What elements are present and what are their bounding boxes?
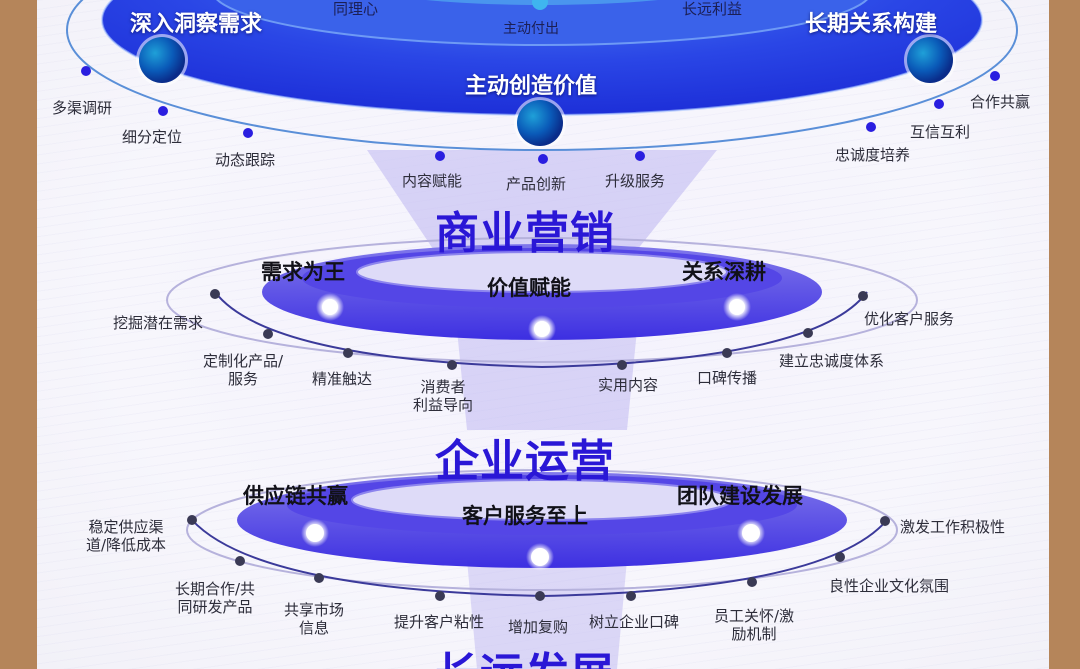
point-optimize-service: 优化客户服务 — [864, 310, 955, 328]
point-motivate-work: 激发工作积极性 — [900, 518, 1006, 536]
point-corporate-culture: 良性企业文化氛围 — [829, 577, 950, 595]
point-win-win: 合作共赢 — [970, 93, 1031, 111]
point-employee-care: 员工关怀/激 励机制 — [714, 607, 795, 643]
point-repurchase: 增加复购 — [508, 618, 569, 636]
point-custom-products: 定制化产品/ 服务 — [203, 352, 284, 388]
inner-label-long-term-benefit: 长远利益 — [682, 0, 743, 18]
point-mutual-trust: 互信互利 — [910, 123, 971, 141]
point-joint-development: 长期合作/共 同研发产品 — [175, 580, 256, 616]
point-product-innovation: 产品创新 — [506, 175, 567, 193]
point-stable-supply: 稳定供应渠 道/降低成本 — [86, 518, 167, 554]
inner-label-empathy: 同理心 — [333, 0, 379, 18]
pillar-team-building: 团队建设发展 — [677, 484, 803, 508]
diagram-canvas: 同理心 主动付出 长远利益 深入洞察需求 主动创造价值 长期关系构建 多渠调研 … — [37, 0, 1049, 669]
pillar-relationship-deepen: 关系深耕 — [682, 260, 766, 284]
point-loyalty-system: 建立忠诚度体系 — [779, 352, 885, 370]
point-latent-demand: 挖掘潜在需求 — [113, 314, 204, 332]
point-loyalty-building: 忠诚度培养 — [835, 146, 911, 164]
funnel-graphic — [66, 0, 1018, 669]
point-content-empower: 内容赋能 — [402, 172, 463, 190]
point-word-of-mouth: 口碑传播 — [697, 369, 758, 387]
point-customer-stickiness: 提升客户粘性 — [394, 613, 485, 631]
pillar-long-term-relations: 长期关系构建 — [805, 12, 938, 37]
pillar-supply-chain: 供应链共赢 — [243, 484, 348, 508]
point-reputation: 树立企业口碑 — [589, 613, 680, 631]
tier-title-marketing: 商业营销 — [435, 208, 615, 259]
pillar-create-value: 主动创造价值 — [465, 74, 598, 99]
tier-title-operations: 企业运营 — [435, 436, 615, 487]
point-dynamic-tracking: 动态跟踪 — [215, 151, 276, 169]
point-practical-content: 实用内容 — [598, 376, 659, 394]
pillar-insight-needs: 深入洞察需求 — [130, 12, 263, 37]
point-share-market-info: 共享市场 信息 — [284, 601, 345, 637]
inner-label-proactive-giving: 主动付出 — [503, 21, 559, 37]
pillar-value-empower: 价值赋能 — [487, 276, 571, 300]
pillar-demand-first: 需求为王 — [261, 260, 345, 284]
tier-title-long-term: 长远发展 — [435, 638, 615, 669]
point-precise-reach: 精准触达 — [312, 370, 373, 388]
point-upgrade-service: 升级服务 — [605, 172, 666, 190]
point-segment-positioning: 细分定位 — [122, 128, 183, 146]
point-consumer-interest: 消费者 利益导向 — [413, 378, 474, 414]
pillar-customer-service: 客户服务至上 — [462, 504, 588, 528]
point-multichannel-research: 多渠调研 — [52, 99, 113, 117]
